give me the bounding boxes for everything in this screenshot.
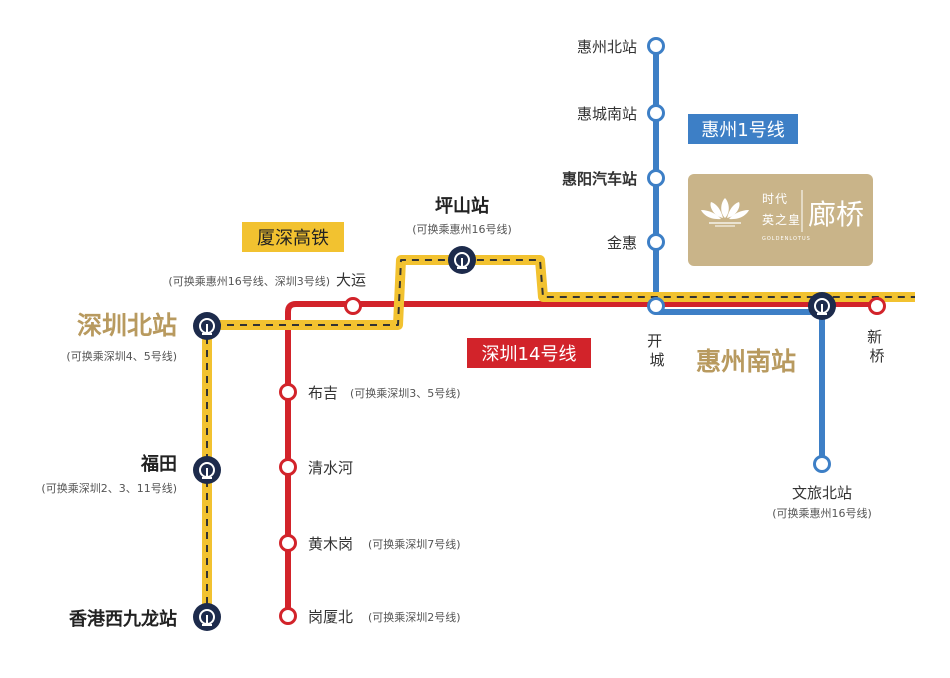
station-name-dayun: 大运 bbox=[336, 271, 366, 289]
station-dot-gangxiabei[interactable] bbox=[279, 607, 297, 625]
rail-station-icon-hk-west-kowloon[interactable] bbox=[193, 603, 221, 631]
xinqiao-char-1: 新 bbox=[867, 328, 882, 346]
station-note-gangxiabei: (可换乘深圳2号线) bbox=[368, 610, 461, 624]
brand-tagline: GOLDENLOTUS bbox=[762, 236, 811, 242]
station-name-futian: 福田 bbox=[140, 453, 177, 475]
station-name-wenlv-north: 文旅北站 bbox=[792, 484, 852, 502]
brand-name: 廊桥 bbox=[808, 198, 864, 231]
rail-station-icon-pingshan[interactable] bbox=[448, 246, 476, 274]
station-dot-wenlv-north[interactable] bbox=[813, 455, 831, 473]
station-name-buji: 布吉 bbox=[308, 384, 338, 402]
station-note-futian: (可换乘深圳2、3、11号线) bbox=[41, 481, 177, 495]
station-dot-jinhui[interactable] bbox=[647, 233, 665, 251]
station-dots bbox=[279, 37, 886, 625]
station-name-gangxiabei: 岗厦北 bbox=[308, 608, 353, 626]
station-note-shenzhen-north: (可换乘深圳4、5号线) bbox=[66, 349, 177, 363]
station-name-xinqiao: 新 桥 bbox=[867, 328, 887, 365]
station-note-buji: (可换乘深圳3、5号线) bbox=[350, 386, 461, 400]
station-dot-xinqiao[interactable] bbox=[868, 297, 886, 315]
station-name-huizhou-south: 惠州南站 bbox=[696, 347, 796, 376]
station-name-huangmugang: 黄木岗 bbox=[308, 535, 353, 553]
line-label-hsr-text: 厦深高铁 bbox=[257, 228, 329, 249]
lotus-logo-icon bbox=[701, 198, 749, 227]
station-dot-dayun[interactable] bbox=[344, 297, 362, 315]
station-name-hk-west-kowloon: 香港西九龙站 bbox=[68, 608, 177, 630]
station-note-dayun: (可换乘惠州16号线、深圳3号线) bbox=[168, 274, 330, 288]
rail-station-icon-shenzhen-north[interactable] bbox=[193, 312, 221, 340]
rail-hubs bbox=[193, 246, 836, 631]
rail-station-icon-futian[interactable] bbox=[193, 456, 221, 484]
rail-station-icon-huizhou-south[interactable] bbox=[808, 292, 836, 320]
station-name-jinhui: 金惠 bbox=[607, 234, 637, 252]
station-note-pingshan: (可换乘惠州16号线) bbox=[412, 222, 512, 236]
xinqiao-char-2: 桥 bbox=[869, 347, 884, 365]
station-name-huicheng-south: 惠城南站 bbox=[577, 105, 637, 123]
station-dot-buji[interactable] bbox=[279, 383, 297, 401]
kaicheng-char-2: 城 bbox=[649, 351, 664, 369]
station-dot-kaicheng[interactable] bbox=[647, 297, 665, 315]
line-label-hsr: 厦深高铁 bbox=[242, 222, 344, 252]
station-dot-huizhou-north[interactable] bbox=[647, 37, 665, 55]
station-name-shenzhen-north: 深圳北站 bbox=[77, 311, 177, 340]
station-note-huangmugang: (可换乘深圳7号线) bbox=[368, 537, 461, 551]
station-dot-huangmugang[interactable] bbox=[279, 534, 297, 552]
line-label-hz1: 惠州1号线 bbox=[688, 114, 798, 144]
station-dot-huicheng-south[interactable] bbox=[647, 104, 665, 122]
brand-line2: 英之皇 bbox=[762, 213, 801, 227]
brand-badge: 时代 英之皇 廊桥 GOLDENLOTUS bbox=[688, 174, 873, 266]
station-name-huiyang-bus: 惠阳汽车站 bbox=[562, 170, 637, 188]
line-label-sz14: 深圳14号线 bbox=[467, 338, 591, 368]
brand-line1: 时代 bbox=[762, 192, 788, 206]
station-name-kaicheng: 开 城 bbox=[647, 332, 667, 369]
shenzhen-line-14 bbox=[285, 301, 877, 616]
station-note-wenlv-north: (可换乘惠州16号线) bbox=[772, 506, 872, 520]
kaicheng-char-1: 开 bbox=[647, 332, 662, 350]
station-dot-huiyang-bus[interactable] bbox=[647, 169, 665, 187]
line-label-sz14-text: 深圳14号线 bbox=[482, 344, 577, 365]
station-name-qingshuihe: 清水河 bbox=[308, 459, 353, 477]
station-name-pingshan: 坪山站 bbox=[435, 195, 489, 217]
station-name-huizhou-north: 惠州北站 bbox=[577, 38, 637, 56]
station-dot-qingshuihe[interactable] bbox=[279, 458, 297, 476]
line-label-hz1-text: 惠州1号线 bbox=[701, 120, 784, 141]
